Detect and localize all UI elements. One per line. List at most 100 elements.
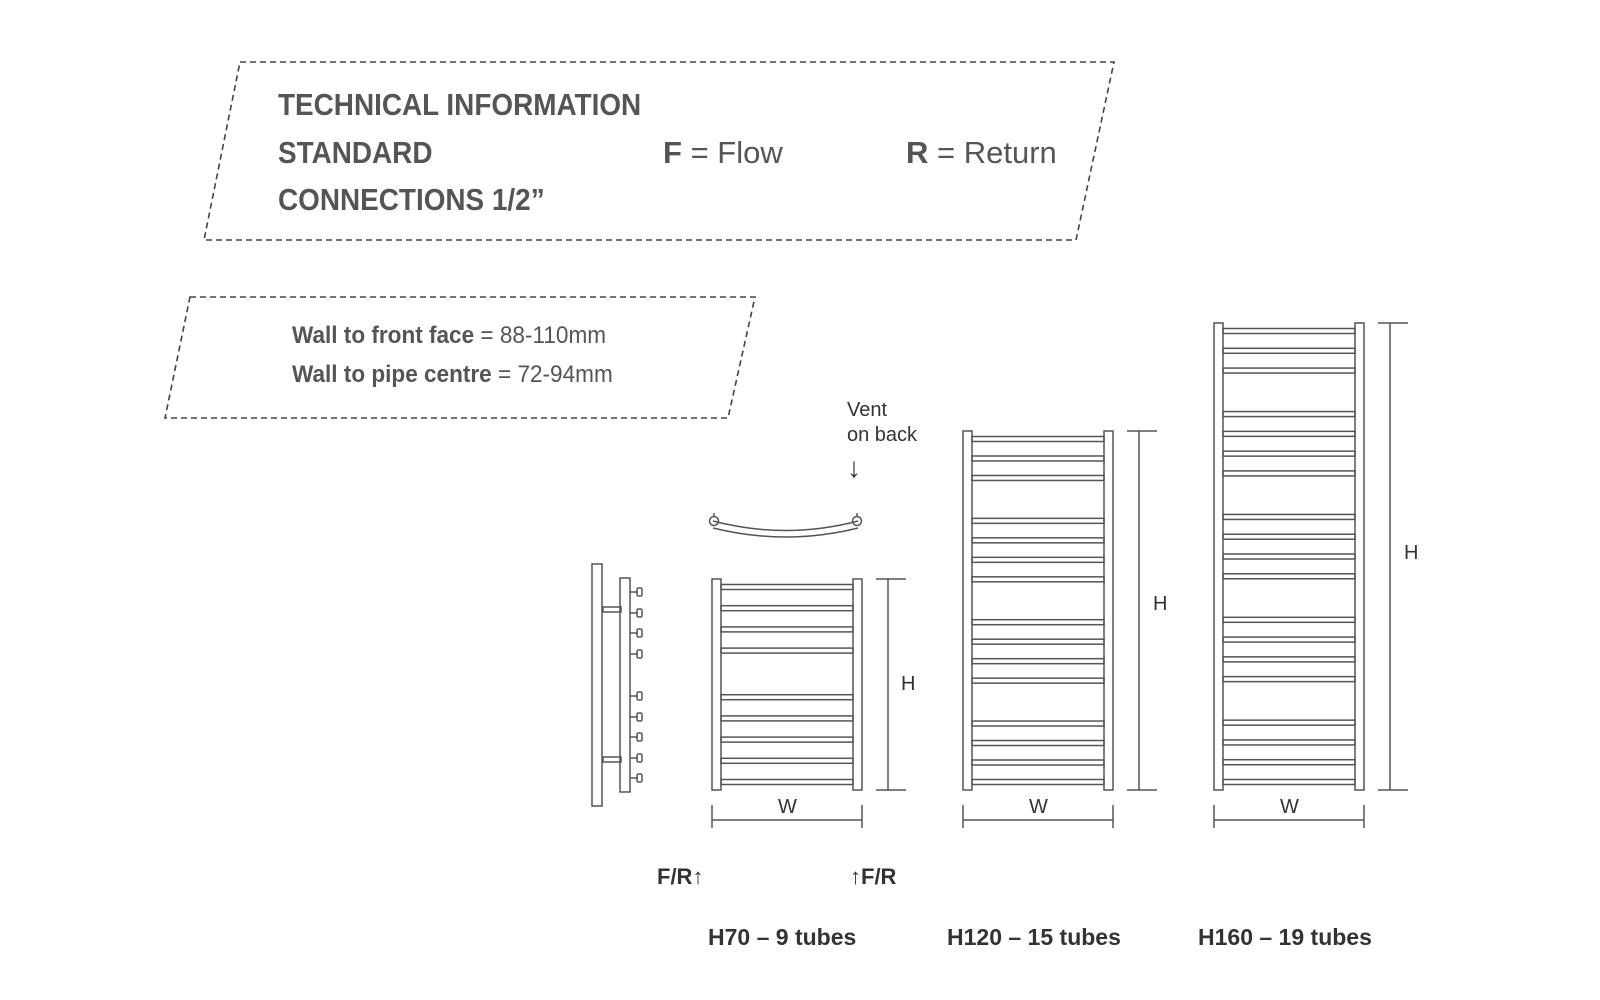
tube xyxy=(1222,656,1356,663)
header-dashed-box xyxy=(203,61,1115,241)
tube xyxy=(971,657,1105,665)
legend-flow-key: F xyxy=(663,135,682,170)
tube xyxy=(1222,616,1356,624)
legend-return: R = Return xyxy=(906,137,1057,168)
header-title: TECHNICAL INFORMATION xyxy=(278,87,642,122)
tube xyxy=(971,474,1105,482)
tube xyxy=(720,626,854,633)
connection-right: ↑F/R xyxy=(850,864,897,889)
upper-bracket xyxy=(602,606,622,613)
radiator-front-0 xyxy=(711,578,906,828)
tube xyxy=(971,677,1105,684)
caption-h70: H70 – 9 tubes xyxy=(708,924,857,950)
side-tube-ends xyxy=(630,587,643,783)
legend-return-key: R xyxy=(906,135,929,170)
spec-pipe-centre-label: Wall to pipe centre xyxy=(292,361,492,388)
legend-return-text: Return xyxy=(963,135,1057,170)
width-dimension-1 xyxy=(962,805,1114,828)
lower-bracket xyxy=(602,756,622,763)
caption-h160: H160 – 19 tubes xyxy=(1198,924,1372,950)
tube xyxy=(971,739,1105,747)
header-standard: STANDARD xyxy=(278,135,433,170)
tube xyxy=(1222,778,1356,786)
tube xyxy=(1222,367,1356,374)
tube xyxy=(720,693,854,701)
top-view-end-right xyxy=(851,515,863,527)
tube xyxy=(971,759,1105,766)
tube xyxy=(720,647,854,654)
side-rail xyxy=(619,577,631,793)
spec-front-face: Wall to front face = 88-110mm xyxy=(292,324,606,348)
tube-end xyxy=(630,691,643,701)
tube xyxy=(971,720,1105,727)
tube xyxy=(1222,470,1356,477)
height-label-h120: H xyxy=(1153,593,1168,615)
spec-front-face-value: = 88-110mm xyxy=(480,322,607,349)
tube xyxy=(1222,410,1356,418)
radiator-front-2 xyxy=(1213,322,1408,828)
tube xyxy=(1222,636,1356,643)
tube xyxy=(971,576,1105,583)
height-dimension-1 xyxy=(1127,430,1157,791)
tube xyxy=(1222,675,1356,683)
top-view-end-left xyxy=(708,515,720,527)
tube xyxy=(971,778,1105,786)
tube xyxy=(1222,719,1356,726)
tube xyxy=(720,583,854,591)
header-connections: CONNECTIONS 1/2” xyxy=(278,182,545,217)
radiator-front-views xyxy=(711,322,1408,828)
tube-end xyxy=(630,587,643,597)
height-label-h70: H xyxy=(901,673,916,695)
left-rail xyxy=(1213,322,1224,791)
tube xyxy=(971,517,1105,525)
specs-dashed-box xyxy=(164,296,756,419)
spec-pipe-centre-value: = 72-94mm xyxy=(498,361,613,388)
legend-flow: F = Flow xyxy=(663,137,783,168)
tube xyxy=(1222,739,1356,746)
right-rail xyxy=(852,578,863,791)
right-rail xyxy=(1103,430,1114,791)
height-dimension-2 xyxy=(1378,322,1408,791)
width-label-h120: W xyxy=(1029,796,1048,818)
width-label-h160: W xyxy=(1280,796,1299,818)
height-dimension-0 xyxy=(876,578,906,791)
tube xyxy=(971,556,1105,564)
tube xyxy=(1222,533,1356,540)
legend-return-sep: = xyxy=(937,135,956,170)
tube-end xyxy=(630,753,643,763)
tube xyxy=(720,604,854,612)
right-rail xyxy=(1354,322,1365,791)
radiator-top-view xyxy=(708,513,863,538)
legend-flow-text: Flow xyxy=(717,135,783,170)
tube xyxy=(971,537,1105,544)
tube-end xyxy=(630,712,643,722)
tube xyxy=(720,736,854,743)
tube-end xyxy=(630,649,643,659)
tube xyxy=(971,618,1105,626)
tube-end xyxy=(630,608,643,618)
tube-end xyxy=(630,773,643,783)
tube xyxy=(1222,758,1356,766)
tube xyxy=(1222,573,1356,580)
tube xyxy=(1222,327,1356,335)
tube xyxy=(720,778,854,786)
tube-end xyxy=(630,628,643,638)
legend-flow-sep: = xyxy=(690,135,709,170)
spec-pipe-centre: Wall to pipe centre = 72-94mm xyxy=(292,363,613,387)
tube xyxy=(1222,450,1356,457)
radiator-front-1 xyxy=(962,430,1157,828)
width-dimension-0 xyxy=(711,805,863,828)
tube xyxy=(971,455,1105,462)
spec-front-face-label: Wall to front face xyxy=(292,322,475,349)
wall-plate xyxy=(591,563,603,807)
tube-end xyxy=(630,732,643,742)
height-label-h160: H xyxy=(1404,542,1419,564)
tube xyxy=(1222,513,1356,521)
vent-arrow-icon: ↓ xyxy=(847,452,861,483)
tube xyxy=(971,638,1105,645)
radiator-side-view xyxy=(591,563,643,807)
left-rail xyxy=(962,430,973,791)
tube xyxy=(971,435,1105,443)
